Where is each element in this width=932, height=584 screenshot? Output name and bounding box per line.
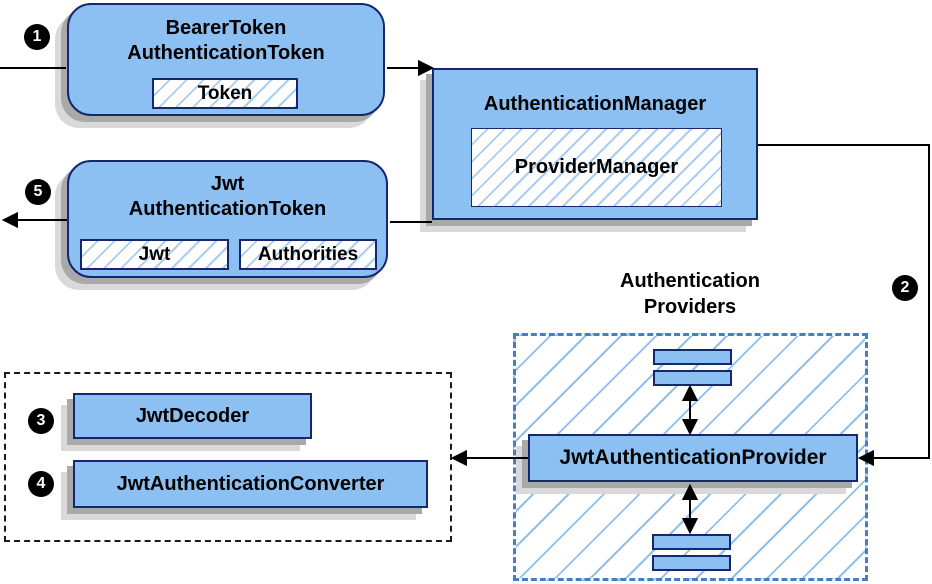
step-badge-2: 2 (892, 275, 918, 301)
authentication-providers-label-line1: Authentication (620, 270, 760, 292)
jwt-authentication-provider-node: JwtAuthenticationProvider (528, 434, 858, 482)
jwt-authentication-converter-label: JwtAuthenticationConverter (116, 472, 385, 495)
jwt-field-label: Jwt (138, 243, 171, 265)
authentication-manager-title: AuthenticationManager (483, 93, 707, 115)
provider-list-item (653, 349, 732, 365)
authentication-providers-label-line2: Providers (643, 296, 737, 318)
bearer-token-title-line2: AuthenticationToken (127, 42, 325, 64)
jwt-decoder-label: JwtDecoder (135, 404, 250, 427)
token-field-label: Token (197, 82, 253, 104)
step-badge-5: 5 (25, 179, 51, 205)
step-badge-5-label: 5 (33, 183, 43, 200)
jwt-authentication-provider-label: JwtAuthenticationProvider (559, 446, 827, 469)
step-badge-1: 1 (24, 24, 50, 50)
authentication-providers-label: Authentication Providers (540, 268, 840, 320)
token-field: Token (152, 78, 298, 109)
authorities-field: Authorities (239, 239, 377, 270)
step-badge-3: 3 (28, 408, 54, 434)
step-badge-1-label: 1 (32, 28, 42, 45)
step-badge-2-label: 2 (900, 279, 910, 296)
arrowhead-bearer-to-manager (418, 59, 435, 77)
authorities-field-label: Authorities (257, 243, 359, 265)
jwt-authentication-converter-node: JwtAuthenticationConverter (73, 460, 428, 508)
jwt-decoder-node: JwtDecoder (73, 393, 312, 439)
jwt-token-title-line2: AuthenticationToken (128, 198, 327, 220)
provider-list-item (652, 555, 731, 571)
step-badge-4-label: 4 (36, 475, 46, 492)
jwt-token-title-line1: Jwt (210, 173, 245, 195)
provider-list-item (652, 534, 731, 550)
bearer-token-authentication-token-node: BearerToken AuthenticationToken Token (67, 3, 385, 116)
jwt-field: Jwt (80, 239, 229, 270)
authentication-manager-node: AuthenticationManager ProviderManager (432, 68, 758, 220)
provider-manager-field: ProviderManager (471, 128, 722, 207)
bearer-token-title-line1: BearerToken (165, 17, 287, 39)
jwt-authentication-token-node: Jwt AuthenticationToken Jwt Authorities (67, 160, 388, 278)
arrowhead-jwt-token-out (1, 211, 18, 229)
arrowhead-provider-to-decoder-box (450, 449, 467, 467)
provider-list-item (653, 370, 732, 386)
step-badge-3-label: 3 (36, 412, 46, 429)
step-badge-4: 4 (28, 471, 54, 497)
provider-manager-field-label: ProviderManager (514, 156, 679, 178)
